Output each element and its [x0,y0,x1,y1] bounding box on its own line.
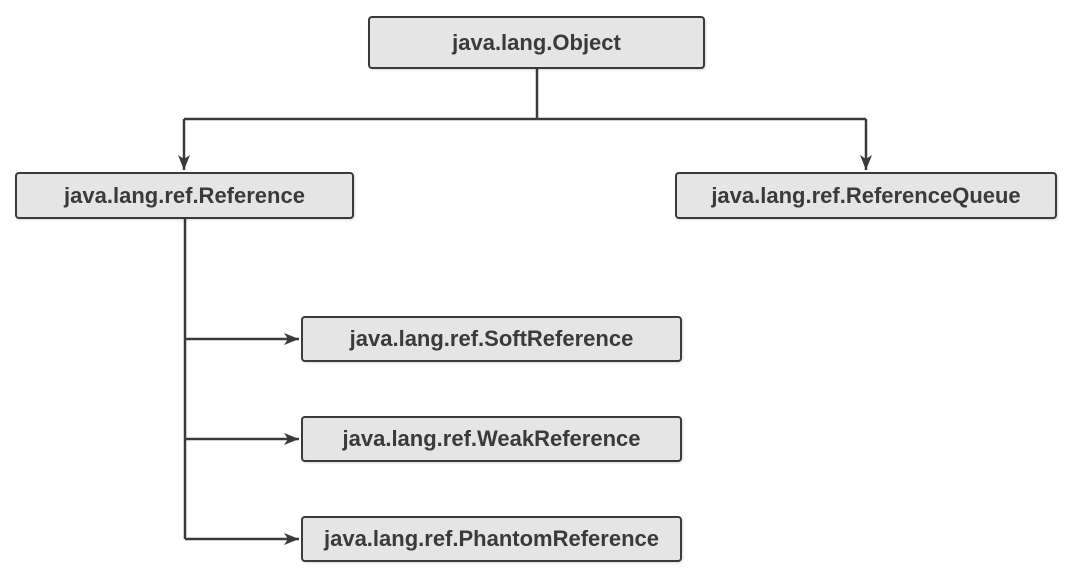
node-weak-reference: java.lang.ref.WeakReference [301,416,682,462]
node-phantom-reference: java.lang.ref.PhantomReference [301,516,682,562]
node-label: java.lang.Object [452,29,621,55]
node-object: java.lang.Object [368,16,705,69]
node-soft-reference: java.lang.ref.SoftReference [301,316,682,362]
node-reference-queue: java.lang.ref.ReferenceQueue [675,172,1057,219]
node-label: java.lang.ref.SoftReference [349,326,634,351]
node-reference: java.lang.ref.Reference [15,172,354,219]
node-label: java.lang.ref.WeakReference [342,426,641,451]
node-label: java.lang.ref.ReferenceQueue [711,182,1021,208]
node-label: java.lang.ref.PhantomReference [323,526,659,551]
node-label: java.lang.ref.Reference [64,182,305,208]
